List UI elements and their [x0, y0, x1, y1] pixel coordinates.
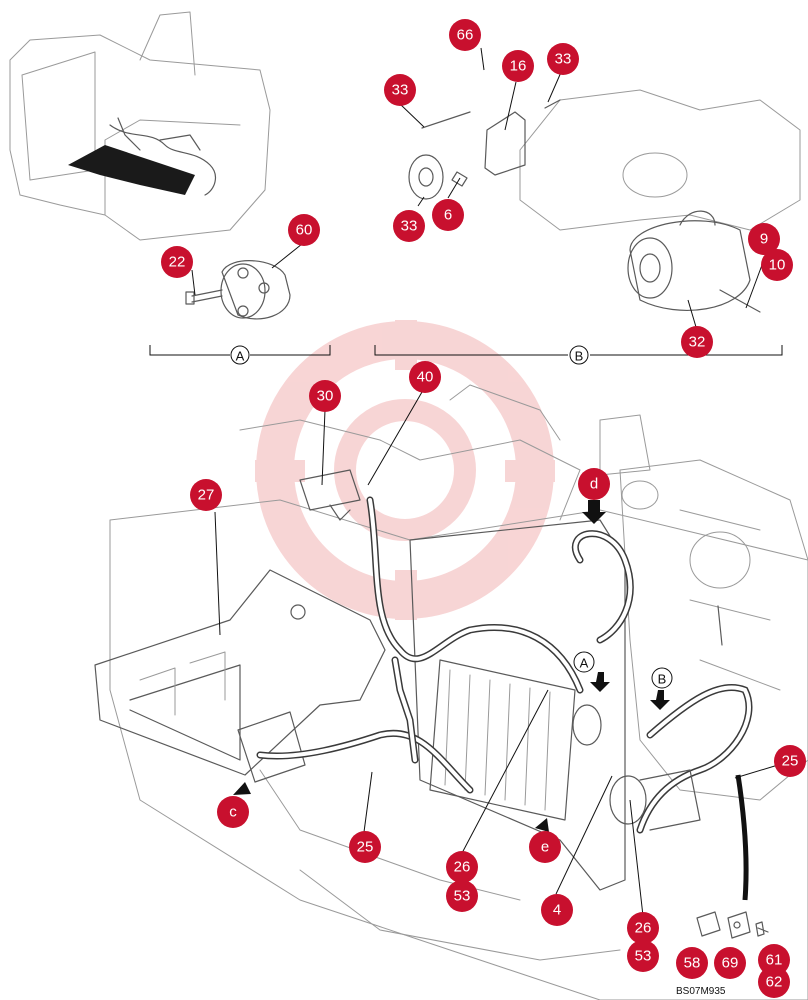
svg-text:33: 33: [401, 218, 418, 235]
svg-text:22: 22: [169, 254, 186, 271]
svg-text:27: 27: [198, 487, 215, 504]
svg-text:26: 26: [454, 859, 471, 876]
svg-text:c: c: [229, 804, 237, 821]
callout-62: 62: [758, 966, 790, 998]
view-brackets: [149, 345, 783, 356]
callout-26-a: 26: [446, 851, 478, 883]
svg-text:B: B: [575, 349, 584, 364]
svg-text:4: 4: [553, 902, 561, 919]
receiver-drier: [299, 469, 361, 521]
callout-d: d: [578, 468, 610, 500]
svg-text:A: A: [236, 349, 245, 364]
view-label-a: A: [230, 345, 250, 365]
svg-text:69: 69: [722, 955, 739, 972]
callout-66: 66: [449, 19, 481, 51]
arrow-label-b: B: [651, 667, 673, 689]
svg-text:25: 25: [782, 753, 799, 770]
callout-33-b: 33: [547, 43, 579, 75]
callout-10: 10: [761, 249, 793, 281]
excavator-overview: [9, 11, 271, 241]
engine-block: [619, 459, 808, 801]
svg-text:B: B: [658, 672, 667, 687]
svg-text:53: 53: [635, 948, 652, 965]
callout-53-b: 53: [627, 940, 659, 972]
view-label-b: B: [569, 345, 589, 365]
svg-text:62: 62: [766, 974, 783, 991]
callout-40: 40: [409, 361, 441, 393]
callout-16: 16: [502, 50, 534, 82]
callout-26-b: 26: [627, 912, 659, 944]
watermark-logo: [255, 320, 555, 620]
svg-text:32: 32: [689, 334, 706, 351]
callout-c: c: [217, 796, 249, 828]
svg-text:61: 61: [766, 952, 783, 969]
ac-hoses: [256, 496, 753, 901]
svg-text:30: 30: [317, 388, 334, 405]
view-a-pulley: [185, 260, 291, 320]
drawing-reference: BS07M935: [676, 986, 726, 997]
callout-33-a: 33: [384, 74, 416, 106]
callout-25-b: 25: [349, 831, 381, 863]
svg-text:e: e: [541, 839, 549, 856]
callout-e: e: [529, 831, 561, 863]
svg-text:60: 60: [296, 222, 313, 239]
svg-text:9: 9: [760, 231, 768, 248]
svg-text:53: 53: [454, 888, 471, 905]
arrows: [233, 500, 670, 832]
svg-text:58: 58: [684, 955, 701, 972]
callout-25-a: 25: [774, 745, 806, 777]
arrow-label-a: A: [573, 651, 595, 673]
svg-text:33: 33: [555, 51, 572, 68]
callout-32: 32: [681, 326, 713, 358]
svg-text:40: 40: [417, 369, 434, 386]
callout-33-c: 33: [393, 210, 425, 242]
callout-60: 60: [288, 214, 320, 246]
svg-text:10: 10: [769, 257, 786, 274]
callout-27: 27: [190, 479, 222, 511]
svg-text:25: 25: [357, 839, 374, 856]
ac-compressor: [627, 210, 761, 313]
callout-58: 58: [676, 947, 708, 979]
callout-4: 4: [541, 894, 573, 926]
view-b-idler-bracket: [408, 89, 801, 231]
leader-lines: [191, 47, 779, 917]
svg-text:33: 33: [392, 82, 409, 99]
svg-text:26: 26: [635, 920, 652, 937]
callout-69: 69: [714, 947, 746, 979]
clamp-parts: [696, 911, 769, 939]
svg-text:16: 16: [510, 58, 527, 75]
callout-53-a: 53: [446, 880, 478, 912]
svg-text:d: d: [590, 476, 598, 493]
callout-6: 6: [432, 199, 464, 231]
svg-text:A: A: [580, 656, 589, 671]
compressor-installed: [572, 704, 701, 831]
svg-text:6: 6: [444, 207, 452, 224]
callout-30: 30: [309, 380, 341, 412]
callout-22: 22: [161, 246, 193, 278]
heater-unit: [94, 569, 386, 783]
svg-text:66: 66: [457, 27, 474, 44]
callout-9: 9: [748, 223, 780, 255]
callout-61: 61: [758, 944, 790, 976]
radiator-core: [409, 519, 626, 891]
